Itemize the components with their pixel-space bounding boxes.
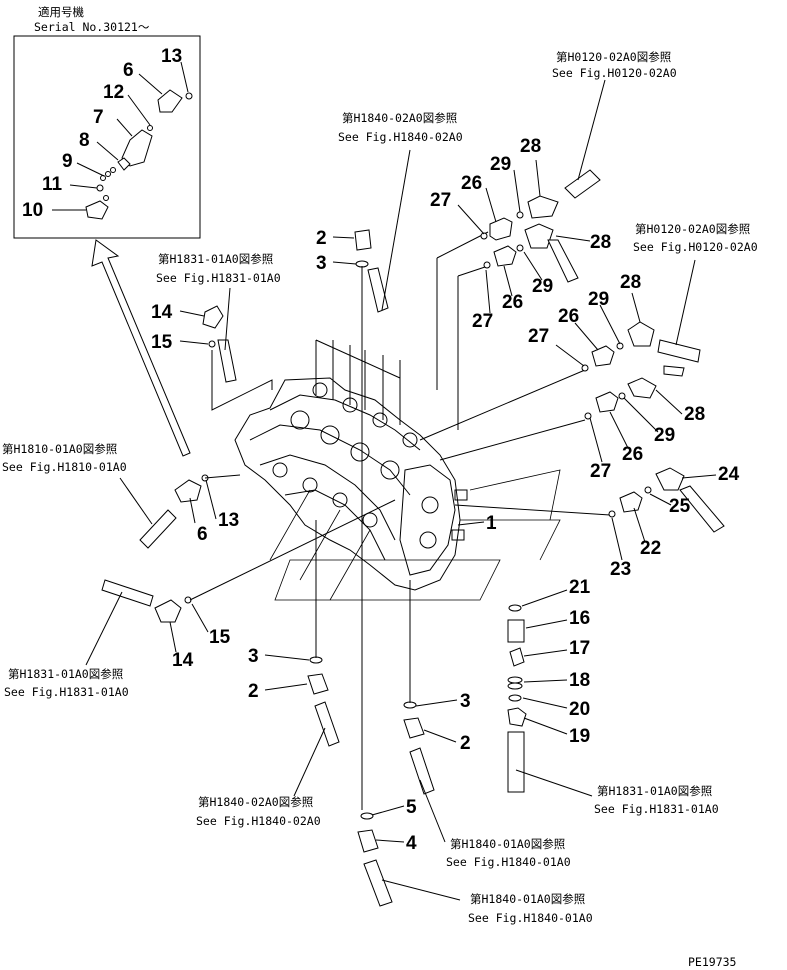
ref-h1840-01-mid-jp: 第H1840-01A0図参照: [450, 837, 565, 851]
fitting-group-vertical: [507, 604, 527, 793]
ref-h1831-left-jp: 第H1831-01A0図参照: [8, 667, 123, 681]
left-fittings: [101, 305, 396, 623]
callout-23: 23: [610, 559, 631, 580]
callout-12: 12: [103, 82, 124, 103]
callout-7: 7: [93, 107, 104, 128]
ref-h1831-right-en: See Fig.H1831-01A0: [594, 802, 719, 816]
callout-13: 13: [161, 46, 182, 67]
callout-28: 28: [520, 136, 541, 157]
callout-19: 19: [569, 726, 590, 747]
valve-mount-lines: [315, 231, 611, 516]
callout-26: 26: [502, 292, 523, 313]
callout-26: 26: [461, 173, 482, 194]
ref-h1840-02-bottom-en: See Fig.H1840-02A0: [196, 814, 321, 828]
callout-14: 14: [172, 650, 194, 671]
ghost-watermark: [269, 469, 561, 601]
callout-3: 3: [460, 691, 471, 712]
callout-20: 20: [569, 699, 590, 720]
callout-28: 28: [620, 272, 641, 293]
fitting-group-middle: [581, 321, 701, 420]
ref-h1840-02-bottom-jp: 第H1840-02A0図参照: [198, 795, 313, 809]
callout-29: 29: [588, 289, 609, 310]
callout-9: 9: [62, 151, 73, 172]
ref-h1840-01-mid-en: See Fig.H1840-01A0: [446, 855, 571, 869]
callout-4: 4: [406, 833, 417, 854]
ref-h1831-top-jp: 第H1831-01A0図参照: [158, 252, 273, 266]
callout-26: 26: [622, 444, 643, 465]
callout-10: 10: [22, 200, 43, 221]
callout-6: 6: [197, 524, 208, 545]
callout-2: 2: [248, 681, 259, 702]
callout-16: 16: [569, 608, 590, 629]
callout-25: 25: [669, 496, 691, 517]
ref-h1810-left-jp: 第H1810-01A0図参照: [2, 442, 117, 456]
reference-leaders: [85, 79, 696, 901]
callout-17: 17: [569, 638, 590, 659]
inset-title: 適用号機: [38, 5, 84, 19]
reference-labels: 第H0120-02A0図参照 See Fig.H0120-02A0 第H1840…: [2, 50, 758, 925]
callout-28: 28: [590, 232, 611, 253]
callout-3: 3: [248, 646, 259, 667]
callout-29: 29: [654, 425, 675, 446]
callout-1: 1: [486, 513, 497, 534]
ref-h0120-right-jp: 第H0120-02A0図参照: [635, 222, 750, 236]
callout-14: 14: [151, 302, 173, 323]
callout-2: 2: [316, 228, 327, 249]
callout-8: 8: [79, 130, 90, 151]
callout-5: 5: [406, 797, 417, 818]
ref-h0120-top-en: See Fig.H0120-02A0: [552, 66, 677, 80]
callout-27: 27: [472, 311, 493, 332]
callout-15: 15: [151, 332, 173, 353]
ref-h0120-right-en: See Fig.H0120-02A0: [633, 240, 758, 254]
inset-frame: [13, 35, 201, 239]
callout-22: 22: [640, 538, 661, 559]
ref-h1840-02-top-jp: 第H1840-02A0図参照: [342, 111, 457, 125]
callout-15: 15: [209, 627, 231, 648]
callout-6: 6: [123, 60, 134, 81]
callout-18: 18: [569, 670, 590, 691]
callout-3: 3: [316, 253, 327, 274]
callout-29: 29: [532, 276, 553, 297]
callout-29: 29: [490, 154, 511, 175]
ref-h1840-01-bottom-jp: 第H1840-01A0図参照: [470, 892, 585, 906]
fitting-group-lower: [608, 467, 725, 533]
callout-2: 2: [460, 733, 471, 754]
callout-11: 11: [42, 174, 63, 195]
callout-13: 13: [218, 510, 239, 531]
ref-h0120-top-jp: 第H0120-02A0図参照: [556, 50, 671, 64]
main-leaders: [169, 159, 717, 843]
ref-h1840-02-top-en: See Fig.H1840-02A0: [338, 130, 463, 144]
ref-h1831-top-en: See Fig.H1831-01A0: [156, 271, 281, 285]
callout-27: 27: [430, 190, 451, 211]
inset-leaders: [52, 61, 189, 211]
callout-28: 28: [684, 404, 705, 425]
center-fittings: [307, 229, 435, 907]
fitting-group-upper: [480, 169, 601, 283]
main-callouts: 2 3 14 15 6 13 14 15 3 2 3 2 5 4 1 27 26…: [151, 136, 740, 854]
inset-callouts: 13 6 12 7 8 9 11 10: [22, 46, 182, 221]
drawing-code: PE19735: [688, 955, 736, 969]
inset-serial: Serial No.30121～: [34, 20, 150, 34]
control-valve-body: [234, 377, 468, 591]
callout-27: 27: [528, 326, 549, 347]
callout-21: 21: [569, 577, 591, 598]
callout-27: 27: [590, 461, 611, 482]
ref-h1831-left-en: See Fig.H1831-01A0: [4, 685, 129, 699]
callout-24: 24: [718, 464, 740, 485]
ref-h1831-right-jp: 第H1831-01A0図参照: [597, 784, 712, 798]
ref-h1840-01-bottom-en: See Fig.H1840-01A0: [468, 911, 593, 925]
callout-26: 26: [558, 306, 579, 327]
ref-h1810-left-en: See Fig.H1810-01A0: [2, 460, 127, 474]
inset-arrow: [91, 239, 191, 457]
